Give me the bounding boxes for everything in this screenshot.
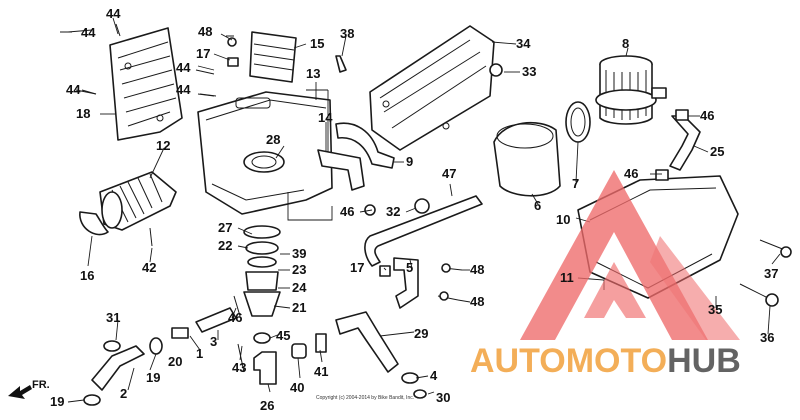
callout-44: 44 xyxy=(106,6,121,21)
callout-26: 26 xyxy=(260,398,274,413)
direction-label: FR. xyxy=(32,379,50,391)
part-45-clamp xyxy=(253,332,271,344)
callout-47: 47 xyxy=(442,166,456,181)
callout-35: 35 xyxy=(708,302,722,317)
leader-lines xyxy=(67,17,781,403)
callout-21: 21 xyxy=(292,300,306,315)
callout-1: 1 xyxy=(196,346,203,361)
watermark-logo: AUTOMOTOHUB xyxy=(470,170,741,380)
callout-22: 22 xyxy=(218,238,232,253)
callout-23: 23 xyxy=(292,262,306,277)
callout-40: 40 xyxy=(290,380,304,395)
part-8-cartridge xyxy=(595,55,667,125)
arrow-left-icon xyxy=(8,385,32,399)
callout-8: 8 xyxy=(622,36,629,51)
part-14-bracket xyxy=(317,149,365,191)
callout-44: 44 xyxy=(81,25,96,40)
callout-46: 46 xyxy=(228,310,242,325)
fasteners xyxy=(60,23,792,399)
callout-25: 25 xyxy=(710,144,724,159)
callout-16: 16 xyxy=(80,268,94,283)
part-13-air-cleaner-case xyxy=(197,91,333,215)
callout-18: 18 xyxy=(76,106,90,121)
callout-12: 12 xyxy=(156,138,170,153)
callout-10: 10 xyxy=(556,212,570,227)
callout-44: 44 xyxy=(176,82,191,97)
callout-32: 32 xyxy=(386,204,400,219)
callout-41: 41 xyxy=(314,364,328,379)
callout-6: 6 xyxy=(534,198,541,213)
callout-labels: 44 44 44 44 44 18 12 16 42 48 17 15 38 1… xyxy=(50,6,778,413)
part-34-upper-cover xyxy=(369,25,495,151)
callout-36: 36 xyxy=(760,330,774,345)
callout-46: 46 xyxy=(700,108,714,123)
callout-33: 33 xyxy=(522,64,536,79)
callout-11: 11 xyxy=(560,270,574,285)
callout-19: 19 xyxy=(146,370,160,385)
part-7-gasket xyxy=(565,101,591,143)
svg-text:AUTOMOTOHUB: AUTOMOTOHUB xyxy=(470,342,741,380)
callout-44: 44 xyxy=(66,82,81,97)
callout-14: 14 xyxy=(318,110,333,125)
callout-4: 4 xyxy=(430,368,438,383)
callout-29: 29 xyxy=(414,326,428,341)
callout-3: 3 xyxy=(210,334,217,349)
callout-43: 43 xyxy=(232,360,246,375)
part-47-drain-tube xyxy=(364,195,483,267)
callout-44: 44 xyxy=(176,60,191,75)
part-40-clip xyxy=(291,343,307,359)
part-9-tube xyxy=(335,122,395,169)
callout-13: 13 xyxy=(306,66,320,81)
copyright-text: Copyright (c) 2004-2014 by Bike Bandit, … xyxy=(316,395,414,401)
callout-48: 48 xyxy=(198,24,212,39)
callout-17: 17 xyxy=(196,46,210,61)
callout-30: 30 xyxy=(436,390,450,405)
callout-17: 17 xyxy=(350,260,364,275)
callout-7: 7 xyxy=(572,176,579,191)
part-31-clamp xyxy=(103,340,121,352)
callout-45: 45 xyxy=(276,328,290,343)
callout-48: 48 xyxy=(470,262,484,277)
part-41-fitting xyxy=(315,333,327,353)
callout-27: 27 xyxy=(218,220,232,235)
part-5-bracket xyxy=(393,257,419,309)
part-18-side-panel xyxy=(109,27,183,141)
watermark-word-moto: MOTO xyxy=(566,342,667,380)
watermark-word-hub: HUB xyxy=(667,342,741,380)
callout-31: 31 xyxy=(106,310,120,325)
callout-28: 28 xyxy=(266,132,280,147)
callout-46: 46 xyxy=(340,204,354,219)
part-16-clamp xyxy=(79,211,109,236)
callout-48: 48 xyxy=(470,294,484,309)
part-stack-21-27 xyxy=(243,225,281,317)
part-25-hose xyxy=(669,115,701,171)
callout-5: 5 xyxy=(406,260,413,275)
part-15-rubber-boot xyxy=(249,31,297,83)
watermark-triangle-outer xyxy=(520,170,708,340)
front-direction-indicator: FR. xyxy=(8,379,50,399)
callout-34: 34 xyxy=(516,36,531,51)
callout-37: 37 xyxy=(764,266,778,281)
part-26-elbow xyxy=(253,351,277,385)
part-29-hose xyxy=(335,311,399,373)
callout-46: 46 xyxy=(624,166,638,181)
callout-24: 24 xyxy=(292,280,307,295)
callout-39: 39 xyxy=(292,246,306,261)
watermark-triangle-inner xyxy=(584,262,646,318)
callout-15: 15 xyxy=(310,36,324,51)
callout-38: 38 xyxy=(340,26,354,41)
part-6-filter xyxy=(493,122,561,197)
part-3-joint xyxy=(195,307,237,333)
part-20-fitting xyxy=(171,327,189,339)
part-2-hose xyxy=(91,345,145,391)
watermark-word-auto: AUTO xyxy=(470,342,566,380)
part-12-intake-boot xyxy=(99,171,177,231)
callout-9: 9 xyxy=(406,154,413,169)
callout-2: 2 xyxy=(120,386,127,401)
callout-42: 42 xyxy=(142,260,156,275)
callout-20: 20 xyxy=(168,354,182,369)
callout-19: 19 xyxy=(50,394,64,409)
